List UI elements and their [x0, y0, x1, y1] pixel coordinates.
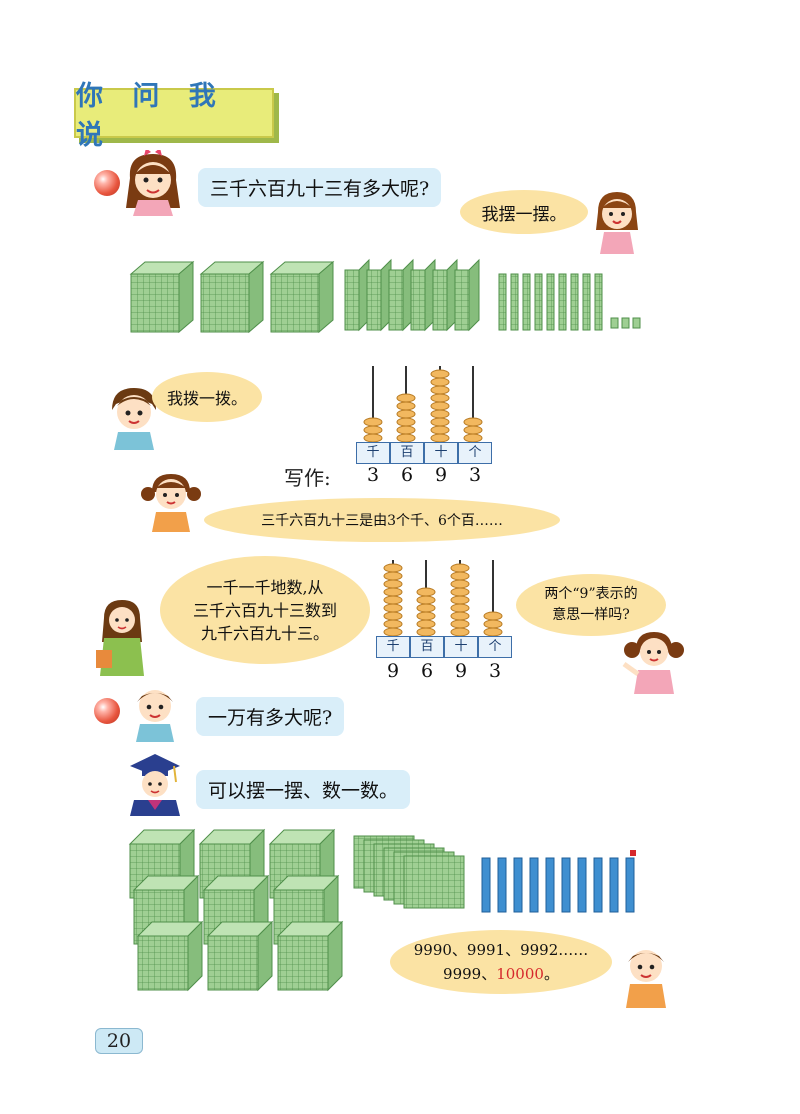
red-ball-icon	[94, 170, 120, 196]
abacus-base-2: 千 百 十 个	[376, 636, 512, 658]
red-ball-icon-2	[94, 698, 120, 724]
base-ten-blocks-3693	[129, 258, 641, 334]
girl-small-avatar-icon	[596, 192, 638, 254]
bubble-nine: 两个“9”表示的 意思一样吗?	[516, 574, 666, 636]
boy-avatar-icon	[112, 388, 156, 450]
abacus-base-1: 千 百 十 个	[356, 442, 492, 464]
abacus-9693	[383, 560, 503, 638]
question-bubble-1: 三千六百九十三有多大呢?	[198, 168, 442, 207]
write-label: 写作:	[284, 466, 331, 490]
girl-pigtails-avatar-icon	[141, 474, 201, 532]
bubble-bo: 我拨一拨。	[152, 372, 262, 422]
bubble-count: 一千一千地数,从 三千六百九十三数到 九千六百九十三。	[160, 556, 370, 664]
unit-cubes	[610, 317, 641, 329]
thousand-cube-pile	[128, 828, 344, 992]
base-ten-blocks-10000	[128, 828, 636, 992]
blue-ten-rods	[481, 857, 635, 913]
bubble-bai: 我摆一摆。	[460, 190, 588, 234]
bubble-count-10000: 9990、9991、9992…… 9999、10000。	[390, 930, 612, 994]
thousand-cube-2	[199, 260, 265, 334]
doctor-avatar-icon	[130, 754, 180, 816]
section-title-box: 你 问 我 说	[74, 81, 274, 151]
abacus-3693	[363, 366, 483, 444]
page-number: 20	[95, 1028, 143, 1054]
section-title: 你 问 我 说	[76, 81, 226, 151]
thousand-cube-1	[129, 260, 195, 334]
girl-avatar-icon	[126, 150, 180, 216]
thousand-cube-3	[269, 260, 335, 334]
doctor-bubble: 可以摆一摆、数一数。	[196, 770, 411, 809]
bubble-composed: 三千六百九十三是由3个千、6个百……	[204, 498, 560, 542]
question-bubble-2: 一万有多大呢?	[196, 697, 345, 736]
boy-waving-avatar-icon	[626, 950, 666, 1008]
hundred-flat-stack	[353, 835, 465, 909]
red-unit-cube	[630, 850, 636, 856]
girl-pointing-avatar-icon	[622, 632, 684, 694]
boy-avatar-icon-2	[136, 690, 174, 742]
teacher-avatar-icon	[96, 600, 144, 676]
ten-rods	[498, 273, 603, 331]
hundred-flats	[344, 258, 480, 332]
